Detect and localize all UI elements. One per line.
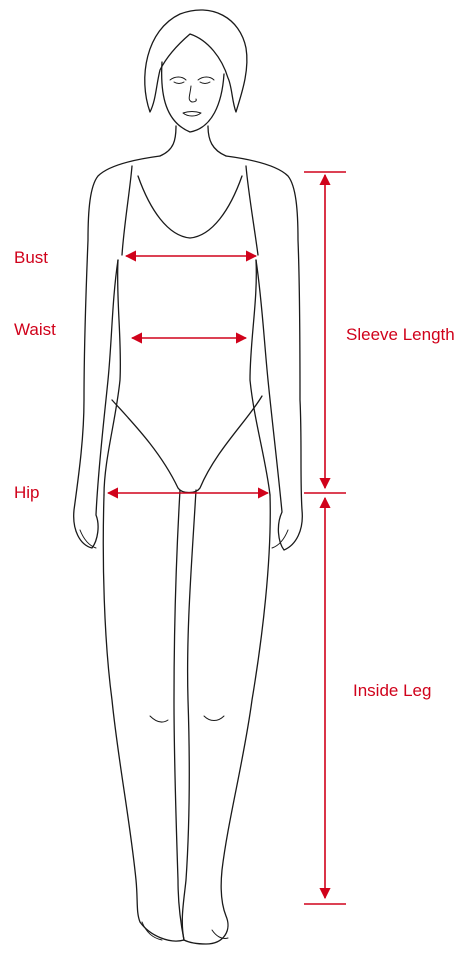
swimsuit-leg-line [112, 396, 262, 493]
mouth [183, 112, 201, 117]
torso-left [104, 260, 120, 495]
left-leg [103, 495, 184, 941]
neck [160, 126, 176, 156]
right-arm [226, 156, 302, 550]
hair [145, 10, 247, 112]
face [162, 62, 224, 132]
strap-right [246, 166, 258, 255]
right-leg [184, 495, 270, 944]
woman-figure [74, 10, 303, 944]
bust-label: Bust [14, 248, 48, 268]
inner-left-leg [174, 490, 184, 940]
inner-right-leg [182, 490, 196, 940]
sleeve-length-label: Sleeve Length [346, 325, 455, 345]
left-eye [170, 77, 186, 80]
right-eye [198, 77, 214, 80]
nose [189, 86, 196, 102]
neckline [138, 176, 242, 238]
strap-left [122, 166, 132, 255]
measurement-lines [108, 172, 346, 904]
waist-label: Waist [14, 320, 56, 340]
hip-label: Hip [14, 483, 40, 503]
inside-leg-label: Inside Leg [353, 681, 431, 701]
left-arm [74, 156, 160, 548]
